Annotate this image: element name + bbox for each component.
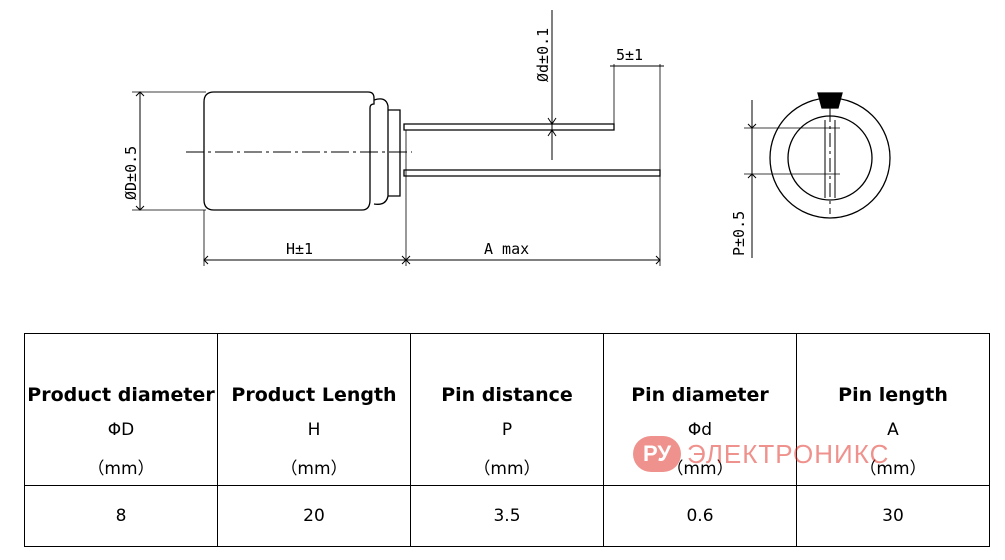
column-symbol: H — [307, 420, 321, 440]
column-symbol: P — [501, 420, 513, 440]
capacitor-end-view — [744, 92, 891, 258]
column-symbol: Φd — [687, 420, 713, 440]
header-cell: Product diameter ΦD （mm） — [24, 333, 218, 486]
value-cell: 30 — [796, 485, 990, 547]
value-cell: 20 — [217, 485, 411, 547]
header-cell: Product Length H （mm） — [217, 333, 411, 486]
column-symbol: A — [887, 420, 899, 440]
pin-offset-label: 5±1 — [616, 46, 643, 64]
column-unit: （mm） — [87, 459, 155, 479]
column-unit: （mm） — [666, 459, 734, 479]
pin-distance-label: P±0.5 — [730, 211, 748, 256]
table-header-row: Product diameter ΦD （mm） Product Length … — [24, 333, 990, 486]
header-cell: Pin length A （mm） — [796, 333, 990, 486]
column-symbol: ΦD — [107, 420, 135, 440]
capacitor-side-view — [132, 10, 664, 266]
column-unit: （mm） — [859, 459, 927, 479]
value-cell: 0.6 — [603, 485, 797, 547]
column-name: Product Length — [231, 384, 397, 406]
column-name: Pin distance — [441, 384, 573, 406]
table-values-row: 8 20 3.5 0.6 30 — [24, 485, 990, 547]
specifications-table: Product diameter ΦD （mm） Product Length … — [24, 333, 990, 547]
pin-diameter-label: Ød±0.1 — [534, 28, 552, 82]
length-label: H±1 — [286, 240, 313, 258]
header-cell: Pin distance P （mm） — [410, 333, 604, 486]
column-name: Pin length — [838, 384, 948, 406]
value-cell: 3.5 — [410, 485, 604, 547]
value-cell: 8 — [24, 485, 218, 547]
column-unit: （mm） — [473, 459, 541, 479]
column-name: Pin diameter — [631, 384, 769, 406]
column-unit: （mm） — [280, 459, 348, 479]
capacitor-dimension-drawing: ØD±0.5 H±1 A max Ød±0.1 5±1 P±0.5 — [122, 10, 891, 266]
lead-length-label: A max — [484, 240, 529, 258]
header-cell: Pin diameter Φd （mm） — [603, 333, 797, 486]
diameter-label: ØD±0.5 — [122, 146, 140, 200]
column-name: Product diameter — [27, 384, 215, 406]
